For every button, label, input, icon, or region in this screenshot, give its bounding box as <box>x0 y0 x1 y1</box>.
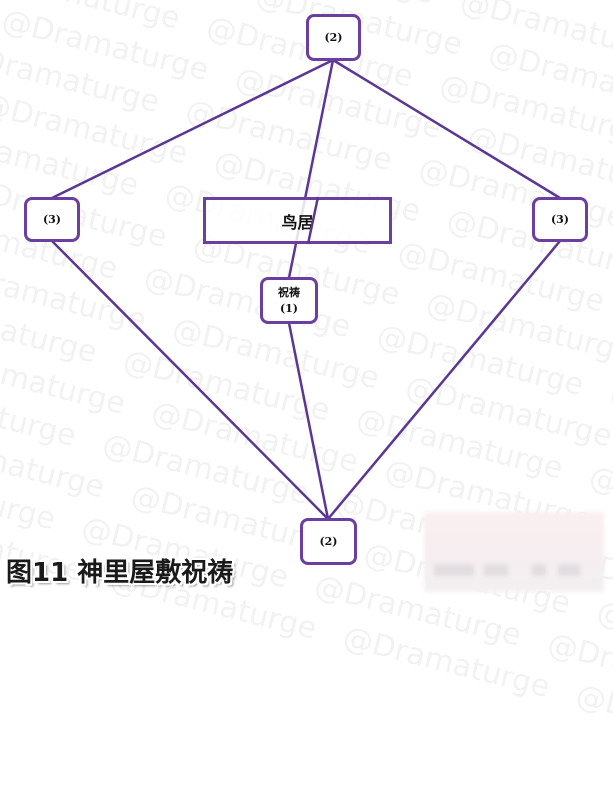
node-top: (2) <box>306 14 361 61</box>
edge-top-left <box>50 58 335 200</box>
edge-prayer-bottom <box>287 321 330 521</box>
edge-top-right <box>331 58 562 200</box>
node-left: (3) <box>24 197 80 242</box>
node-bottom-label: (2) <box>319 535 338 548</box>
edge-overlay <box>306 196 320 245</box>
figure-caption: 图11 神里屋敷祝祷 <box>6 558 234 588</box>
node-left-label: (3) <box>42 213 62 226</box>
torii-gate-box: 鸟居 <box>203 197 392 244</box>
edge-right-bottom <box>326 239 562 521</box>
node-prayer-label: (1) <box>279 301 299 315</box>
edges <box>50 58 562 521</box>
blurred-region <box>424 512 604 592</box>
node-prayer: 祝祷 (1) <box>260 277 318 324</box>
node-bottom: (2) <box>300 518 357 565</box>
node-prayer-title: 祝祷 <box>278 285 300 299</box>
node-right-label: (3) <box>550 213 570 226</box>
edge-left-bottom <box>50 239 330 521</box>
node-right: (3) <box>532 197 588 242</box>
torii-label: 鸟居 <box>281 212 314 232</box>
node-top-label: (2) <box>324 31 343 44</box>
